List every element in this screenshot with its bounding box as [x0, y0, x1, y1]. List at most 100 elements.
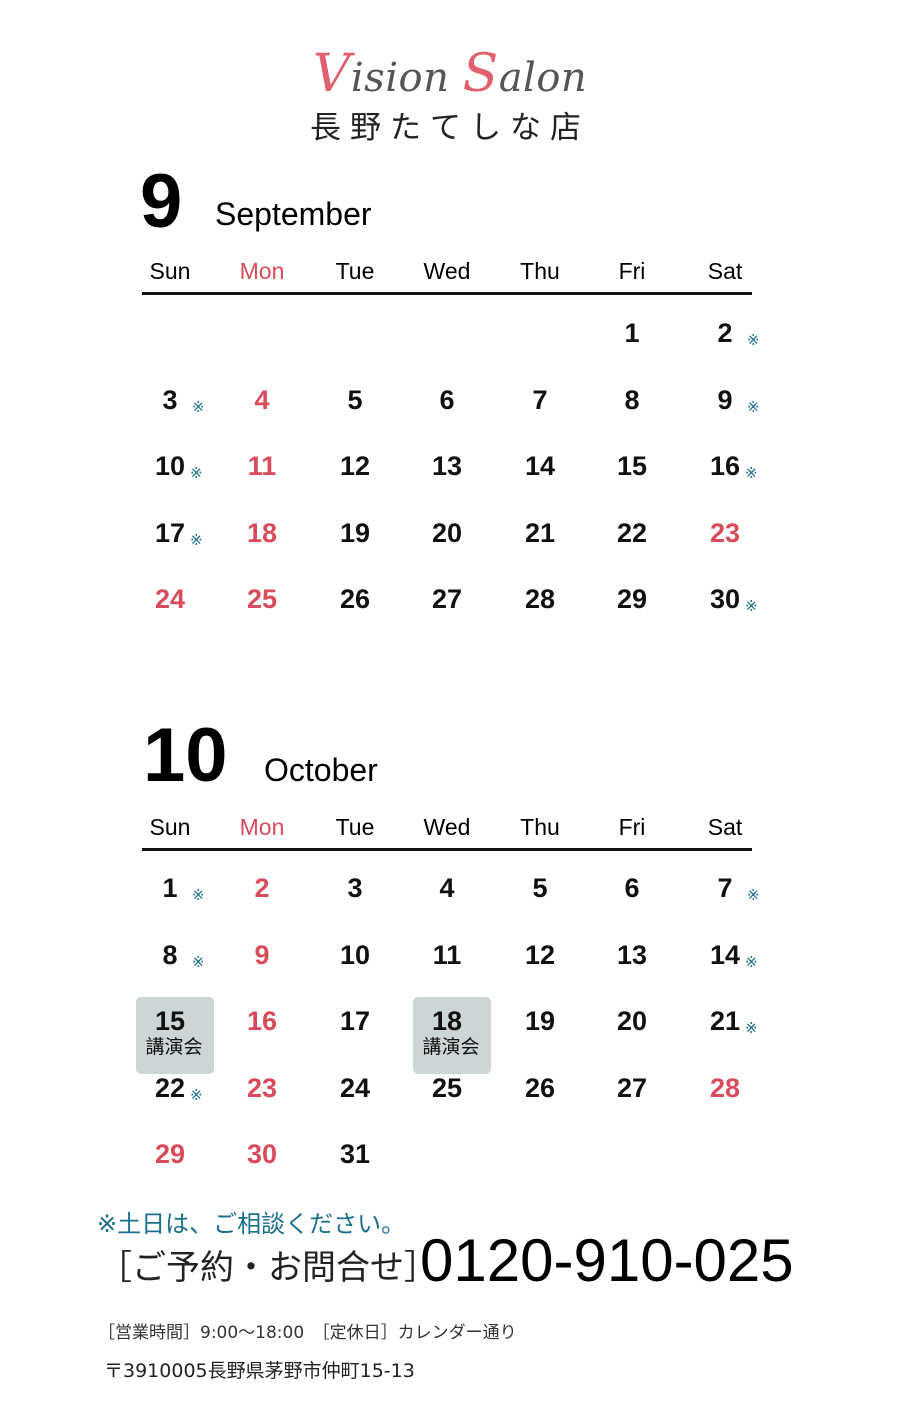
day-cell-september-13[interactable]: 13 [431, 451, 463, 481]
day-cell-october-9[interactable]: 9 [254, 939, 270, 970]
weekend-note-icon: ※ [745, 464, 758, 482]
month-number: 9 [140, 159, 183, 244]
day-cell-september-15[interactable]: 15 [616, 451, 648, 481]
weekday-header-sun: Sun [149, 814, 191, 840]
phone-number[interactable]: 0120-910-025 [420, 1227, 794, 1294]
day-cell-september-22[interactable]: 22 [616, 517, 648, 548]
weekend-note-icon: ※ [190, 1085, 203, 1104]
day-cell-september-17[interactable]: 17 [154, 517, 186, 548]
day-cell-october-12[interactable]: 12 [524, 939, 556, 970]
weekend-note-icon: ※ [190, 530, 203, 549]
day-cell-september-14[interactable]: 14 [524, 451, 556, 481]
day-cell-october-27[interactable]: 27 [616, 1072, 648, 1103]
day-cell-october-2[interactable]: 2 [254, 873, 270, 903]
day-cell-september-12[interactable]: 12 [339, 451, 371, 481]
day-cell-october-30[interactable]: 30 [246, 1139, 278, 1169]
weekend-note-icon: ※ [747, 331, 760, 349]
weekend-note-icon: ※ [747, 886, 760, 904]
header-divider [142, 848, 752, 851]
logo-text-ision: ision [350, 55, 463, 101]
day-cell-september-4[interactable]: 4 [254, 384, 270, 415]
day-cell-september-25[interactable]: 25 [246, 584, 278, 614]
day-cell-october-10[interactable]: 10 [339, 939, 371, 970]
day-cell-september-26[interactable]: 26 [339, 584, 371, 614]
weekend-note-icon: ※ [745, 952, 758, 971]
day-cell-september-29[interactable]: 29 [616, 584, 648, 614]
day-cell-october-14[interactable]: 14 [709, 939, 741, 970]
day-cell-september-21[interactable]: 21 [524, 517, 556, 548]
day-cell-october-19[interactable]: 19 [524, 1006, 556, 1036]
contact-label: ［ご予約・お問合せ］ [98, 1248, 438, 1288]
day-cell-october-21[interactable]: 21 [709, 1006, 741, 1036]
day-cell-october-28[interactable]: 28 [709, 1072, 741, 1103]
address: 〒3910005長野県茅野市仲町15-13 [104, 1360, 415, 1382]
day-cell-october-17[interactable]: 17 [339, 1006, 371, 1036]
brand-logo: Vision Salon [0, 44, 900, 104]
logo-initial-s: S [462, 44, 499, 104]
weekend-note-icon: ※ [192, 952, 205, 971]
day-cell-september-6[interactable]: 6 [439, 384, 455, 415]
header-divider [142, 292, 752, 295]
day-cell-september-23[interactable]: 23 [709, 517, 741, 548]
day-cell-october-29[interactable]: 29 [154, 1139, 186, 1169]
day-cell-september-24[interactable]: 24 [154, 584, 186, 614]
weekend-note-icon: ※ [192, 397, 205, 416]
day-cell-october-23[interactable]: 23 [246, 1072, 278, 1103]
day-cell-september-19[interactable]: 19 [339, 517, 371, 548]
day-cell-september-30[interactable]: 30 [709, 584, 741, 614]
day-cell-october-3[interactable]: 3 [347, 873, 363, 903]
day-cell-october-16[interactable]: 16 [246, 1006, 278, 1036]
weekday-header-tue: Tue [335, 814, 375, 840]
day-cell-october-7[interactable]: 7 [717, 873, 733, 903]
weekday-header-sat: Sat [707, 258, 743, 284]
day-cell-october-31[interactable]: 31 [339, 1139, 371, 1169]
weekday-header-tue: Tue [335, 258, 375, 284]
store-name: 長野たてしな店 [310, 110, 590, 146]
month-number: 10 [143, 713, 228, 798]
day-cell-september-1[interactable]: 1 [624, 318, 640, 348]
day-cell-october-15[interactable]: 15 [154, 1006, 186, 1036]
weekday-header-sun: Sun [149, 258, 191, 284]
weekday-header-wed: Wed [423, 258, 471, 284]
day-cell-september-3[interactable]: 3 [162, 384, 178, 415]
day-cell-october-24[interactable]: 24 [339, 1072, 371, 1103]
month-name: October [264, 752, 378, 788]
event-highlight [136, 997, 214, 1074]
weekend-note-icon: ※ [745, 1019, 758, 1037]
day-cell-october-25[interactable]: 25 [431, 1072, 463, 1103]
day-cell-september-5[interactable]: 5 [347, 384, 363, 415]
weekday-header-fri: Fri [618, 814, 646, 840]
day-cell-october-1[interactable]: 1 [162, 873, 178, 903]
weekday-header-thu: Thu [520, 814, 560, 840]
day-cell-october-18[interactable]: 18 [431, 1006, 463, 1036]
day-cell-september-7[interactable]: 7 [532, 384, 548, 415]
day-cell-october-11[interactable]: 11 [432, 939, 462, 970]
event-highlight [413, 997, 491, 1074]
logo-text-alon: alon [498, 55, 588, 101]
day-cell-september-2[interactable]: 2 [717, 318, 733, 348]
day-cell-october-4[interactable]: 4 [439, 873, 455, 903]
day-cell-september-28[interactable]: 28 [524, 584, 556, 614]
day-cell-september-16[interactable]: 16 [709, 451, 741, 481]
weekend-note-icon: ※ [747, 397, 760, 416]
weekend-note: ※土日は、ご相談ください。 [97, 1210, 406, 1238]
day-cell-september-18[interactable]: 18 [246, 517, 278, 548]
day-cell-september-11[interactable]: 11 [247, 451, 277, 481]
event-label: 講演会 [145, 1036, 203, 1058]
day-cell-october-6[interactable]: 6 [624, 873, 640, 903]
weekend-note-icon: ※ [745, 597, 758, 615]
day-cell-september-10[interactable]: 10 [154, 451, 186, 481]
day-cell-october-22[interactable]: 22 [154, 1072, 186, 1103]
weekend-note-icon: ※ [190, 464, 203, 482]
weekday-header-wed: Wed [423, 814, 471, 840]
day-cell-september-9[interactable]: 9 [717, 384, 733, 415]
weekend-note-icon: ※ [192, 886, 205, 904]
day-cell-october-8[interactable]: 8 [162, 939, 178, 970]
day-cell-october-13[interactable]: 13 [616, 939, 648, 970]
day-cell-october-26[interactable]: 26 [524, 1072, 556, 1103]
day-cell-october-20[interactable]: 20 [616, 1006, 648, 1036]
day-cell-october-5[interactable]: 5 [532, 873, 548, 903]
day-cell-september-27[interactable]: 27 [431, 584, 463, 614]
day-cell-september-20[interactable]: 20 [431, 517, 463, 548]
day-cell-september-8[interactable]: 8 [624, 384, 640, 415]
